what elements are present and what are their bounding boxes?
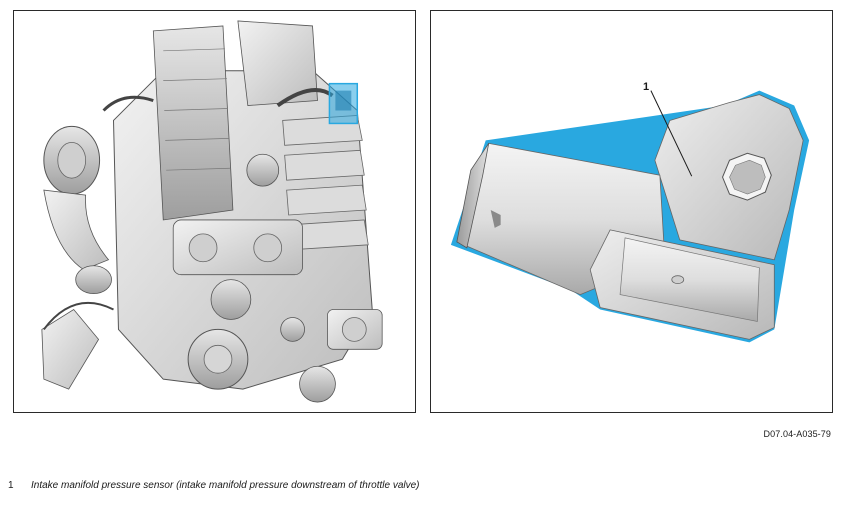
sensor-detail-panel: 1 (430, 10, 833, 413)
engine-block (43, 20, 383, 403)
legend-item-1: 1 Intake manifold pressure sensor (intak… (8, 480, 428, 492)
legend-number: 1 (8, 480, 14, 491)
screw-icon (671, 275, 685, 285)
pressure-sensor-illustration (450, 90, 810, 343)
engine-illustration (41, 20, 383, 403)
turbocharger (41, 125, 112, 390)
callout-leader-line (650, 90, 693, 177)
figure-code: D07.04-A035-79 (763, 429, 831, 439)
legend-description: Intake manifold pressure sensor (intake … (31, 480, 420, 491)
callout-number-1: 1 (643, 81, 650, 93)
sensor-location-highlight (328, 82, 359, 125)
engine-overview-panel (13, 10, 416, 413)
